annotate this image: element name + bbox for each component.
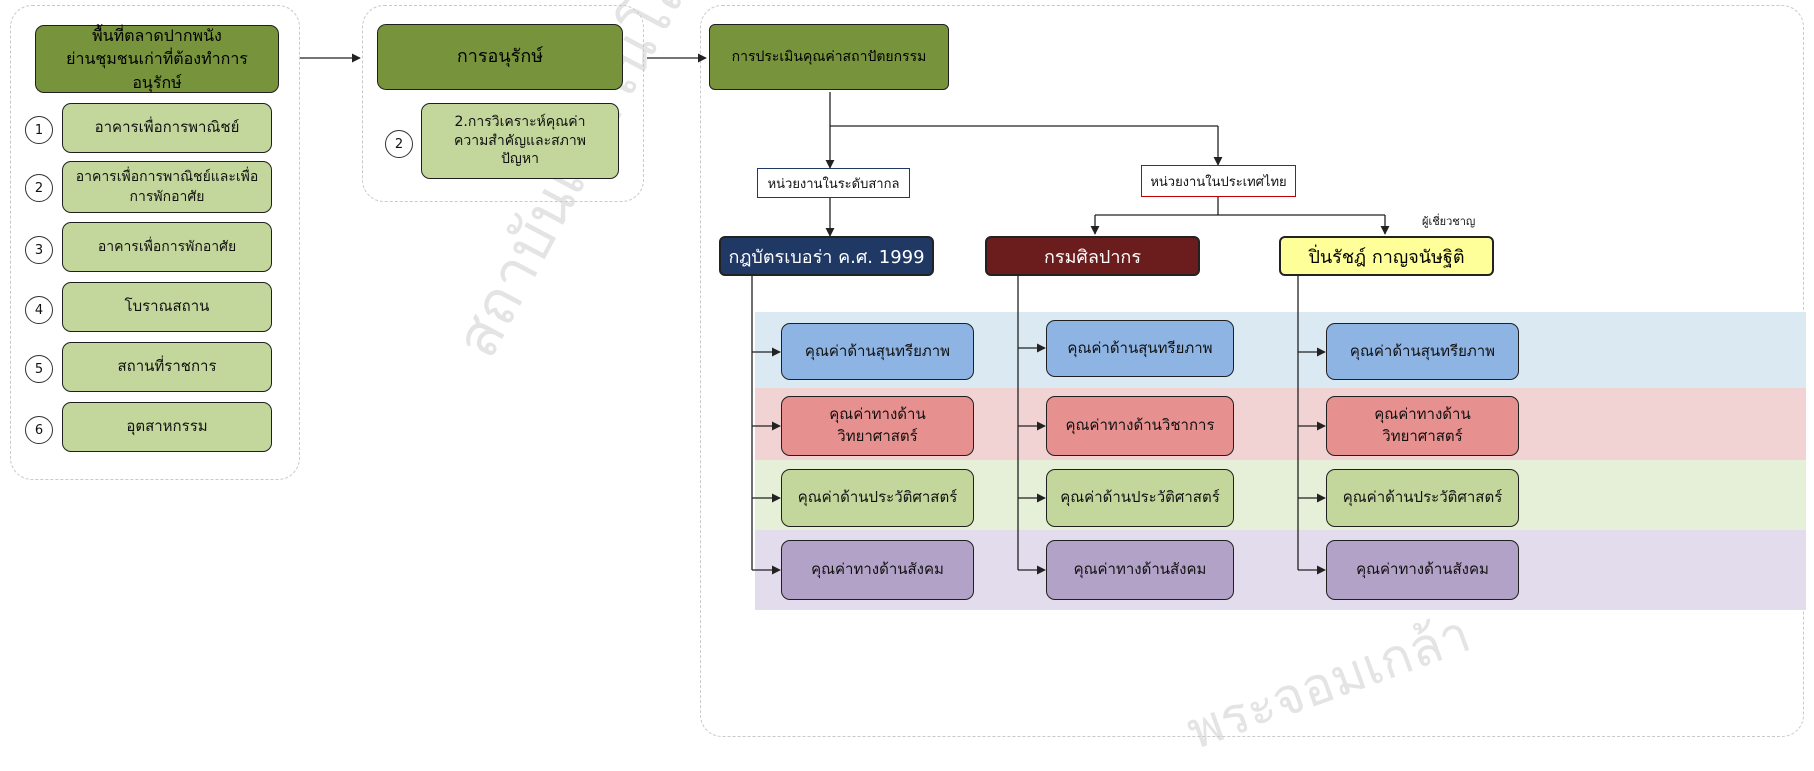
col3-header: ปิ่นรัชฎ์ กาญจนัษฐิติ: [1279, 236, 1494, 276]
col1-item-history: คุณค่าด้านประวัติศาสตร์: [781, 469, 974, 527]
col3-item-history: คุณค่าด้านประวัติศาสตร์: [1326, 469, 1519, 527]
left-panel: [10, 5, 300, 480]
expert-label: ผู้เชี่ยวชาญ: [1422, 215, 1476, 228]
intl-agency-label: หน่วยงานในระดับสากล: [757, 168, 910, 198]
left-item-3: อาคารเพื่อการพักอาศัย: [62, 222, 272, 272]
col2-item-aesthetic: คุณค่าด้านสุนทรียภาพ: [1046, 320, 1234, 377]
middle-panel: [362, 5, 644, 202]
col2-item-social: คุณค่าทางด้านสังคม: [1046, 540, 1234, 600]
col1-item-science: คุณค่าทางด้าน วิทยาศาสตร์: [781, 396, 974, 456]
left-item-2-number: 2: [25, 174, 53, 202]
left-item-2: อาคารเพื่อการพาณิชย์และเพื่อ การพักอาศัย: [62, 161, 272, 213]
col1-item-social: คุณค่าทางด้านสังคม: [781, 540, 974, 600]
col3-item-social: คุณค่าทางด้านสังคม: [1326, 540, 1519, 600]
middle-item: 2.การวิเคราะห์คุณค่า ความสำคัญและสภาพ ปั…: [421, 103, 619, 179]
left-item-4: โบราณสถาน: [62, 282, 272, 332]
left-item-5: สถานที่ราชการ: [62, 342, 272, 392]
middle-panel-title: การอนุรักษ์: [377, 24, 623, 90]
col1-header: กฎบัตรเบอร่า ค.ศ. 1999: [719, 236, 934, 276]
col2-item-history: คุณค่าด้านประวัติศาสตร์: [1046, 469, 1234, 527]
left-item-1: อาคารเพื่อการพาณิชย์: [62, 103, 272, 153]
assessment-title: การประเมินคุณค่าสถาปัตยกรรม: [709, 24, 949, 90]
col1-item-aesthetic: คุณค่าด้านสุนทรียภาพ: [781, 323, 974, 380]
col2-header: กรมศิลปากร: [985, 236, 1200, 276]
left-item-6-number: 6: [25, 416, 53, 444]
col3-item-aesthetic: คุณค่าด้านสุนทรียภาพ: [1326, 323, 1519, 380]
connector-lines: [300, 53, 1390, 575]
col2-item-academic: คุณค่าทางด้านวิชาการ: [1046, 396, 1234, 456]
left-item-1-number: 1: [25, 116, 53, 144]
left-item-5-number: 5: [25, 355, 53, 383]
col3-item-science: คุณค่าทางด้าน วิทยาศาสตร์: [1326, 396, 1519, 456]
thai-agency-label: หน่วยงานในประเทศไทย: [1141, 165, 1296, 197]
left-panel-title: พื้นที่ตลาดปากพนัง ย่านชุมชนเก่าที่ต้องท…: [35, 25, 279, 93]
left-item-6: อุตสาหกรรม: [62, 402, 272, 452]
left-item-4-number: 4: [25, 296, 53, 324]
left-item-3-number: 3: [25, 236, 53, 264]
middle-item-number: 2: [385, 130, 413, 158]
